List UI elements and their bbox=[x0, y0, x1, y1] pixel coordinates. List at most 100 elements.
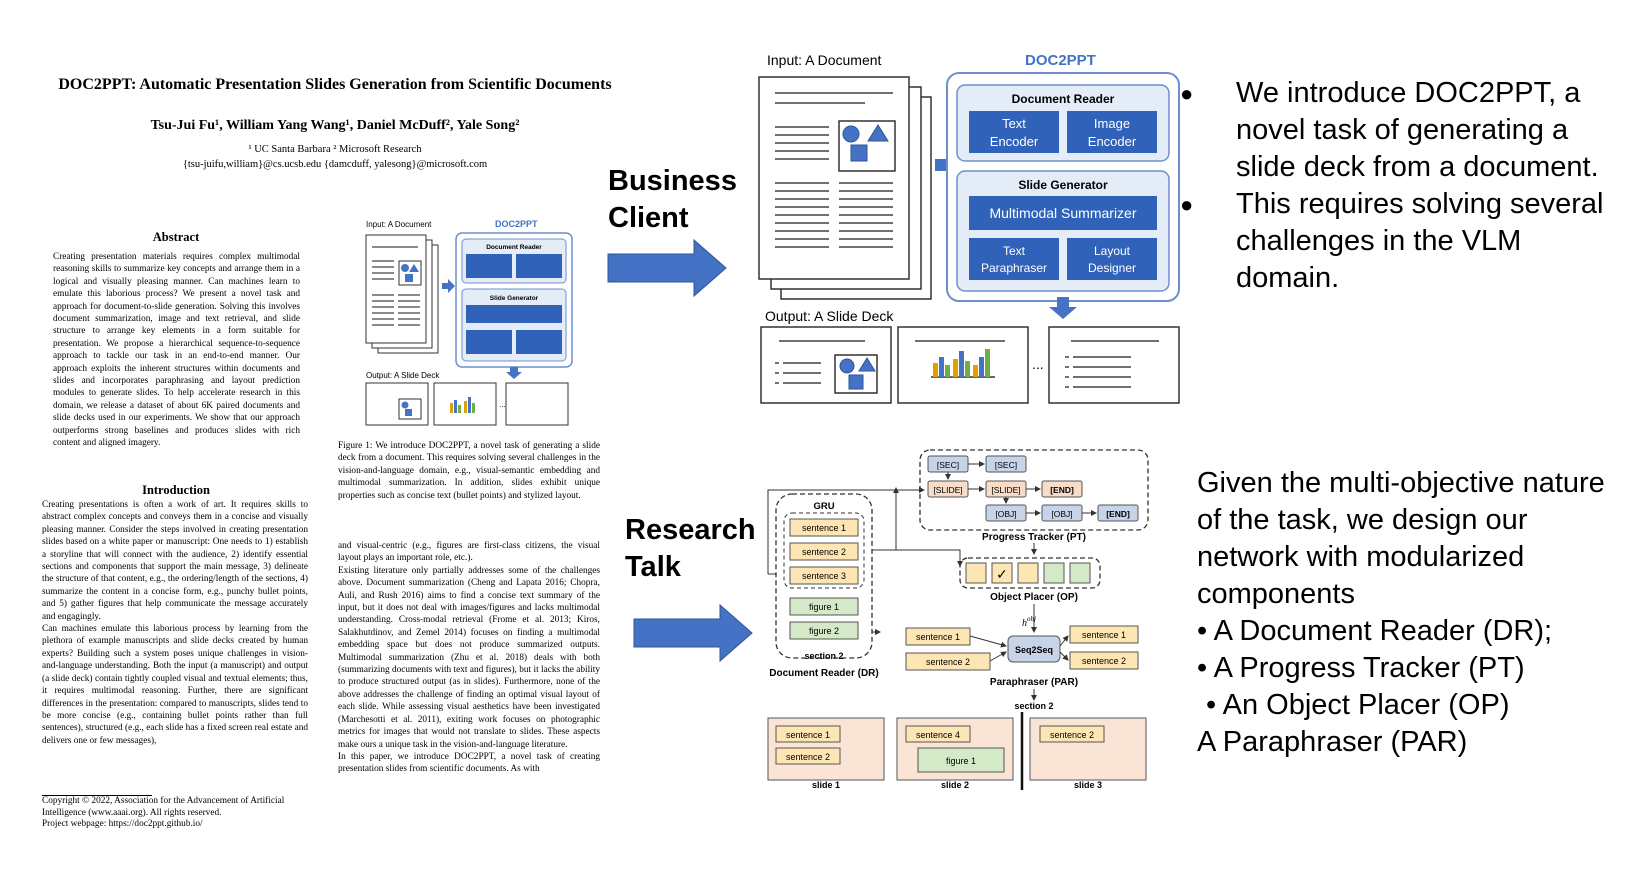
op-slot-5 bbox=[1069, 562, 1091, 584]
s1-sentence-1-label: sentence 1 bbox=[786, 730, 830, 740]
s1-sentence-2 bbox=[775, 747, 841, 765]
triangle-shape bbox=[867, 124, 889, 142]
paper-figure-paraphraser bbox=[466, 330, 512, 354]
text-encoder-box bbox=[969, 111, 1059, 153]
s3-sentence-2 bbox=[1039, 725, 1105, 743]
architecture-diagram: [SEC] [SEC] [SLIDE] [SLIDE] [END] [OBJ] … bbox=[767, 449, 1149, 790]
par-out-sentence-1-label: sentence 1 bbox=[1082, 630, 1126, 640]
op-slot-2 bbox=[991, 562, 1013, 584]
doc2ppt-title: DOC2PPT bbox=[1025, 52, 1096, 69]
paper-figure-doc-page bbox=[365, 234, 427, 344]
image-encoder-line2: Encoder bbox=[1088, 134, 1137, 149]
paper-figure-bar-chart bbox=[450, 397, 475, 413]
image-encoder-line1: Image bbox=[1094, 116, 1130, 131]
research-label-line1: Research bbox=[625, 514, 756, 546]
dr-sentence-3-label: sentence 3 bbox=[802, 571, 846, 581]
top-bullet-list: ●We introduce DOC2PPT, a novel task of g… bbox=[1180, 75, 1620, 297]
component-item: • A Document Reader (DR); bbox=[1197, 615, 1553, 647]
bullet-item: ●We introduce DOC2PPT, a novel task of g… bbox=[1180, 75, 1620, 186]
text-encoder-line2: Encoder bbox=[990, 134, 1039, 149]
output-slide-3 bbox=[1048, 326, 1180, 404]
component-item: • An Object Placer (OP) bbox=[1206, 689, 1510, 721]
paraphraser-label: Paraphraser (PAR) bbox=[990, 677, 1078, 688]
model-to-slides-arrow bbox=[1049, 297, 1077, 319]
sec-token-2 bbox=[985, 455, 1027, 473]
multimodal-summarizer-box bbox=[969, 196, 1157, 230]
op-slot-4 bbox=[1043, 562, 1065, 584]
progress-tracker-label: Progress Tracker (PT) bbox=[982, 532, 1086, 543]
obj-token-label: [OBJ] bbox=[995, 509, 1016, 519]
s1-sentence-2-label: sentence 2 bbox=[786, 752, 830, 762]
business-label-line2: Client bbox=[608, 202, 689, 234]
square-shape bbox=[850, 144, 868, 162]
slide-token-2-label: [SLIDE] bbox=[991, 485, 1020, 495]
dr-figure-2 bbox=[789, 621, 859, 640]
components-text: Given the multi-objective nature of the … bbox=[1197, 465, 1622, 761]
paper-authors: Tsu-Jui Fu¹, William Yang Wang¹, Daniel … bbox=[150, 118, 520, 133]
sec-token-label: [SEC] bbox=[937, 460, 959, 470]
research-talk-label: Research Talk bbox=[625, 512, 756, 586]
par-out-sentence-2 bbox=[1069, 651, 1139, 670]
footnote-rule bbox=[42, 795, 152, 796]
slide-token-label: [SLIDE] bbox=[933, 485, 962, 495]
text-paraphraser-line1: Text bbox=[1003, 244, 1026, 258]
business-arrow bbox=[607, 238, 727, 298]
text-paraphraser-box bbox=[969, 238, 1059, 280]
component-item: • A Progress Tracker (PT) bbox=[1197, 652, 1525, 684]
slide-2-label: slide 2 bbox=[941, 780, 969, 790]
object-placer-label: Object Placer (OP) bbox=[990, 592, 1078, 603]
dr-connections bbox=[767, 487, 963, 635]
seq2seq-label: Seq2Seq bbox=[1015, 645, 1053, 655]
paper-affiliations: ¹ UC Santa Barbara ² Microsoft Research bbox=[248, 144, 422, 155]
abstract-heading: Abstract bbox=[152, 230, 200, 244]
par-out-sentence-2-label: sentence 2 bbox=[1082, 656, 1126, 666]
business-client-label: Business Client bbox=[608, 163, 737, 237]
op-slot-1 bbox=[965, 562, 987, 584]
dr-sentence-2 bbox=[789, 542, 859, 561]
slide-circle bbox=[839, 358, 855, 374]
layout-designer-box bbox=[1067, 238, 1157, 280]
s3-sentence-2-label: sentence 2 bbox=[1050, 730, 1094, 740]
check-icon: ✓ bbox=[996, 567, 1008, 583]
gru-label: GRU bbox=[813, 501, 834, 512]
paper-figure-arrow bbox=[442, 279, 455, 293]
slide-1-label: slide 1 bbox=[812, 780, 840, 790]
paper-figure-title: DOC2PPT bbox=[495, 219, 538, 229]
par-in-sentence-2 bbox=[905, 652, 991, 671]
paper-figure-reader-title: Document Reader bbox=[486, 244, 542, 251]
s2-sentence-4-label: sentence 4 bbox=[916, 730, 960, 740]
op-slot-3 bbox=[1017, 562, 1039, 584]
slides-ellipsis: ... bbox=[1032, 356, 1044, 372]
document-reader-title: Document Reader bbox=[1012, 92, 1115, 106]
seq2seq-box bbox=[1007, 635, 1061, 663]
paper-figure-arrow-down bbox=[506, 367, 522, 379]
paraphraser-arrows bbox=[969, 635, 1069, 662]
text-paraphraser-line2: Paraphraser bbox=[981, 261, 1047, 275]
par-in-sentence-2-label: sentence 2 bbox=[926, 657, 970, 667]
copyright-footnote: Copyright © 2022, Association for the Ad… bbox=[42, 796, 285, 829]
paper-right-column: and visual-centric (e.g., figures are fi… bbox=[338, 541, 600, 775]
paper-figure-slide bbox=[505, 382, 569, 426]
dr-figure-1 bbox=[789, 597, 859, 616]
progress-tracker-arrows bbox=[945, 461, 1097, 516]
paper-figure-square-shape bbox=[405, 274, 413, 282]
slide-3-label: slide 3 bbox=[1074, 780, 1102, 790]
layout-designer-line2: Designer bbox=[1088, 261, 1136, 275]
paper-emails: {tsu-juifu,william}@cs.ucsb.edu {damcduf… bbox=[182, 159, 488, 170]
s1-sentence-1 bbox=[775, 725, 841, 743]
document-reader-arch-block bbox=[775, 493, 873, 659]
circle-shape bbox=[842, 125, 860, 143]
document-text-lines bbox=[775, 92, 893, 248]
dr-section-label: section 2 bbox=[804, 651, 843, 661]
paper-figure-circle-shape bbox=[401, 264, 409, 272]
s2-sentence-4 bbox=[905, 725, 971, 743]
slide-square bbox=[848, 374, 864, 390]
output-label: Output: A Slide Deck bbox=[765, 308, 894, 324]
obj-token-2-label: [OBJ] bbox=[1051, 509, 1072, 519]
paper-figure-slide-square bbox=[405, 409, 412, 416]
par-in-sentence-1-label: sentence 1 bbox=[916, 632, 960, 642]
paper-figure-image-encoder bbox=[516, 254, 562, 278]
object-placer-block bbox=[959, 557, 1101, 589]
dr-sentence-2-label: sentence 2 bbox=[802, 547, 846, 557]
dr-figure-2-label: figure 2 bbox=[809, 626, 839, 636]
